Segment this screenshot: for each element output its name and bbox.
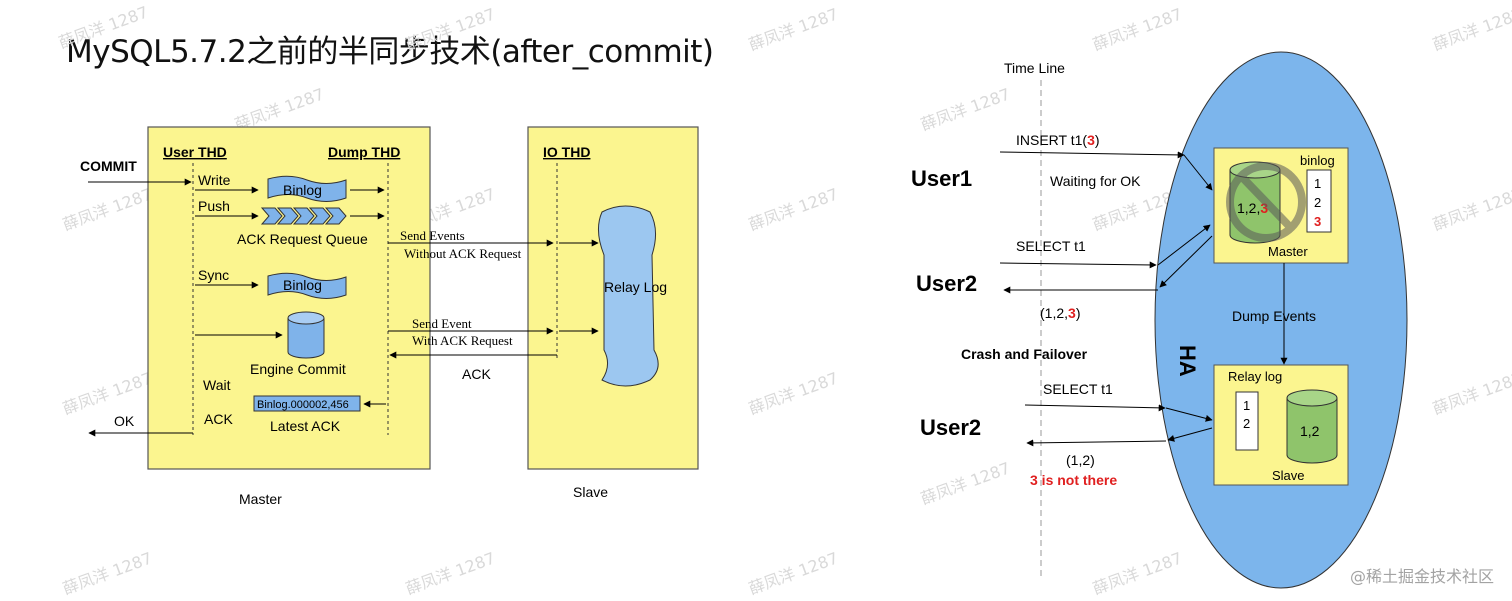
ack-queue-label: ACK Request Queue — [237, 231, 368, 247]
binlog-item-3: 3 — [1314, 214, 1321, 229]
binlog-flag-2 — [267, 272, 347, 299]
binlog-label-1: Binlog — [283, 182, 322, 198]
crash-label: Crash and Failover — [961, 346, 1088, 362]
no-entry-icon — [1226, 162, 1306, 242]
engine-db-icon — [287, 311, 325, 359]
master-to-result1-arrow — [1159, 235, 1213, 288]
without-ack-label: Without ACK Request — [404, 246, 522, 261]
user2-label-a: User2 — [916, 271, 977, 296]
master-label: Master — [239, 491, 282, 507]
binlog-flag-1 — [267, 175, 347, 202]
user1-label: User1 — [911, 166, 972, 191]
binlog-item-1: 1 — [1314, 176, 1321, 191]
result2-arrow — [1026, 439, 1167, 447]
relay-item-2: 2 — [1243, 416, 1250, 431]
write-label: Write — [198, 172, 231, 188]
select2-label: SELECT t1 — [1043, 381, 1113, 397]
with-ack-label: With ACK Request — [412, 333, 513, 348]
waiting-label: Waiting for OK — [1050, 173, 1141, 189]
ack-back-label: ACK — [462, 366, 491, 382]
engine-commit-label: Engine Commit — [250, 361, 346, 377]
slave-to-result2-arrow — [1167, 427, 1213, 442]
not-there-label: 3 is not there — [1030, 472, 1117, 488]
ha-slave-label: Slave — [1272, 468, 1305, 483]
ok-label: OK — [114, 413, 135, 429]
latest-ack-label: Latest ACK — [270, 418, 341, 434]
io-thd-label: IO THD — [543, 144, 590, 160]
ha-binlog-label: binlog — [1300, 153, 1335, 168]
relay-list-box — [1235, 391, 1259, 451]
binlog-list-box — [1306, 169, 1332, 233]
user2-label-b: User2 — [920, 415, 981, 440]
select2-to-slave-arrow — [1165, 407, 1213, 422]
binlog-pos-label: Binlog.000002,456 — [257, 399, 349, 411]
slave-db-label: 1,2 — [1300, 423, 1320, 439]
ack-queue-chevrons — [260, 207, 347, 225]
select2-arrow — [1024, 404, 1166, 412]
result1-label: (1,2,3) — [1040, 305, 1080, 321]
timeline-label: Time Line — [1004, 60, 1065, 76]
insert-arrow — [999, 151, 1185, 159]
select1-arrow — [999, 261, 1157, 269]
binlog-label-2: Binlog — [283, 277, 322, 293]
ack-word-label: ACK — [204, 411, 233, 427]
ha-relay-log-label: Relay log — [1228, 369, 1282, 384]
left-diagram: User THD Dump THD IO THD COMMIT Write Bi… — [80, 126, 699, 507]
right-diagram: HA Time Line User1 User2 User2 INSERT t1… — [911, 51, 1408, 589]
binlog-item-2: 2 — [1314, 195, 1321, 210]
binlog-pos-box — [253, 395, 361, 412]
relay-item-1: 1 — [1243, 398, 1250, 413]
user-thd-label: User THD — [163, 144, 227, 160]
result2-label: (1,2) — [1066, 452, 1095, 468]
relay-log-shape — [598, 205, 659, 387]
commit-label: COMMIT — [80, 158, 137, 174]
ha-label: HA — [1175, 345, 1200, 377]
insert-to-master-arrow — [1183, 154, 1213, 191]
master-db-label: 1,2,3 — [1237, 200, 1268, 216]
send-event-label: Send Event — [412, 316, 472, 331]
select1-to-master-arrow — [1157, 224, 1211, 266]
page-title: MySQL5.7.2之前的半同步技术(after_commit) — [66, 34, 714, 70]
wait-label: Wait — [203, 377, 231, 393]
slave-db-icon — [1286, 389, 1338, 464]
insert-label: INSERT t1(3) — [1016, 132, 1100, 148]
slave-label: Slave — [573, 484, 608, 500]
dump-thd-label: Dump THD — [328, 144, 400, 160]
push-label: Push — [198, 198, 230, 214]
send-events-label: Send Events — [400, 228, 465, 243]
select1-label: SELECT t1 — [1016, 238, 1086, 254]
ha-master-label: Master — [1268, 244, 1308, 259]
relay-log-label: Relay Log — [604, 279, 667, 295]
corner-watermark: @稀土掘金技术社区 — [1349, 567, 1494, 586]
dump-events-label: Dump Events — [1232, 308, 1316, 324]
sync-label: Sync — [198, 267, 229, 283]
